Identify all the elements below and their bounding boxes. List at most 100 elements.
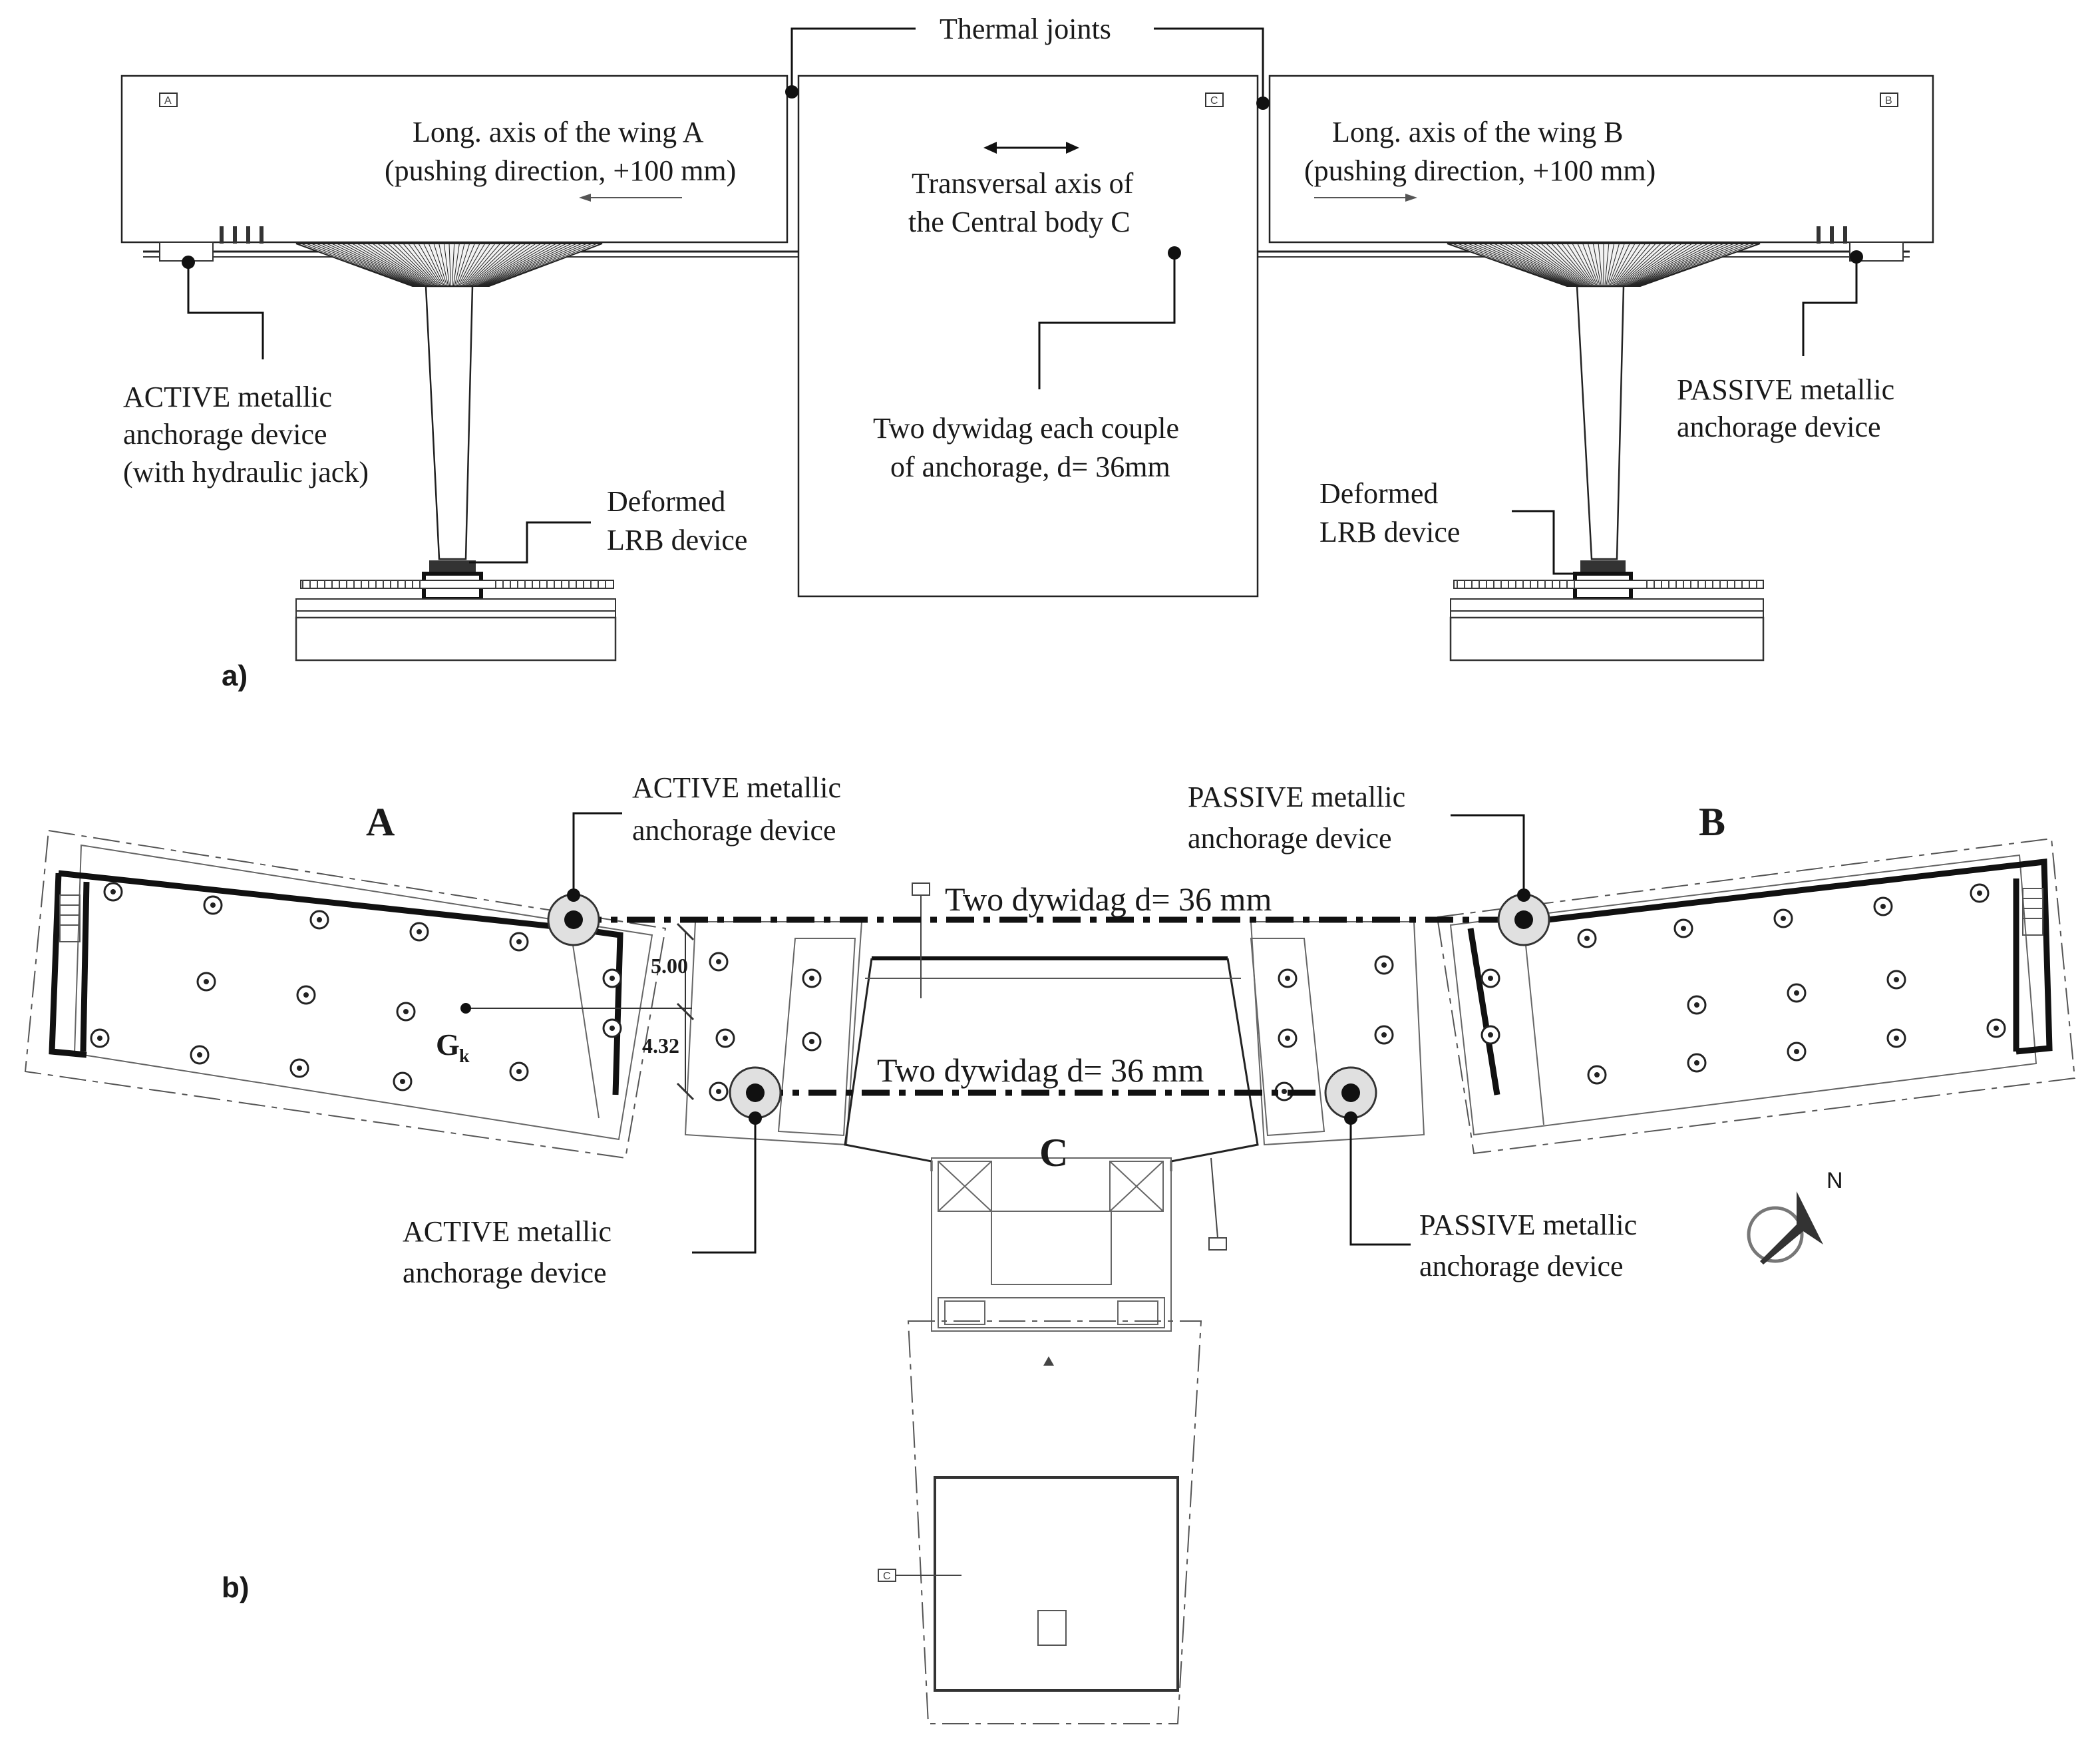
- passive-device-leader: [1802, 250, 1863, 356]
- active-anchorage-bottom: [729, 1066, 782, 1119]
- column-marker: [509, 932, 529, 952]
- plan-passive-bottom-leader: [1344, 1111, 1411, 1246]
- central-letter: C: [1039, 1131, 1068, 1175]
- plan-passive-top-line2: anchorage device: [1188, 822, 1392, 855]
- lrb-right-leader: [1512, 510, 1590, 575]
- gk-label-sub: k: [459, 1046, 470, 1067]
- column-marker: [709, 952, 729, 972]
- north-label: N: [1827, 1168, 1843, 1193]
- wing-a-plan: [24, 829, 667, 1159]
- passive-device-line1: PASSIVE metallic: [1677, 373, 1894, 406]
- central-body-plan: C: [684, 882, 1425, 1724]
- section-tag-a-text: A: [164, 95, 172, 106]
- dywidag-top-label: Two dywidag d= 36 mm: [945, 880, 1272, 918]
- wing-b-axis-line2: (pushing direction, +100 mm): [1304, 154, 1656, 187]
- right-pier-shaft: [1576, 285, 1625, 560]
- gk-label: G k: [436, 1028, 470, 1067]
- section-tag-a: [159, 93, 178, 107]
- passive-anchorage-bottom: [1324, 1066, 1377, 1119]
- column-marker: [715, 1028, 735, 1048]
- lrb-right-line1: Deformed: [1319, 477, 1438, 510]
- column-marker: [1673, 918, 1693, 938]
- dywidag-note-line2: of anchorage, d= 36mm: [890, 451, 1170, 483]
- column-marker: [1873, 896, 1893, 916]
- column-marker: [393, 1071, 413, 1091]
- dimension-lower: 4.32: [642, 1034, 679, 1058]
- lrb-left-line1: Deformed: [607, 485, 725, 518]
- section-tag-c: [1205, 93, 1224, 107]
- dywidag-elevation-leader: [1038, 246, 1181, 389]
- active-device-line3: (with hydraulic jack): [123, 456, 369, 488]
- plan-passive-top-leader: [1451, 814, 1530, 902]
- passive-anchorage-top: [1497, 893, 1550, 946]
- plan-panel: C Two dywidag d= 36 mm Two dywidag d= 36…: [24, 771, 2076, 1724]
- wing-b-push-arrow: [1314, 194, 1417, 202]
- wing-b-axis-line1: Long. axis of the wing B: [1332, 116, 1624, 148]
- plan-active-bottom-line2: anchorage device: [403, 1257, 607, 1289]
- column-marker: [1278, 968, 1298, 988]
- dimension-upper: 5.00: [651, 954, 688, 978]
- active-device-leader: [182, 256, 264, 359]
- central-body-elevation: [797, 75, 1259, 598]
- thermal-joints-label: Thermal joints: [940, 13, 1111, 45]
- plan-active-top-line2: anchorage device: [632, 814, 836, 847]
- column-marker: [203, 895, 223, 915]
- column-marker: [196, 972, 216, 992]
- column-marker: [309, 910, 329, 930]
- dimension-lines: [460, 922, 695, 1101]
- right-lrb-device: [1580, 560, 1626, 575]
- plan-active-bottom-line1: ACTIVE metallic: [403, 1215, 612, 1248]
- wing-b-stair: [2022, 888, 2043, 936]
- column-marker: [1374, 955, 1394, 975]
- column-marker: [1481, 1025, 1500, 1045]
- wing-b-elevation: [1268, 75, 1934, 244]
- section-tag-c-text: C: [1210, 95, 1218, 106]
- central-axis-line1: Transversal axis of: [912, 167, 1134, 200]
- wing-a-stair: [59, 894, 81, 942]
- thermal-joints-leader: [785, 27, 1270, 110]
- column-marker: [1587, 1065, 1607, 1085]
- active-anchorage-top: [547, 893, 600, 946]
- plan-active-top-line1: ACTIVE metallic: [632, 771, 841, 804]
- column-marker: [1374, 1025, 1394, 1045]
- column-marker: [1787, 983, 1807, 1003]
- column-marker: [296, 985, 316, 1005]
- plan-active-top-leader: [567, 812, 622, 902]
- column-marker: [1986, 1018, 2006, 1038]
- plan-passive-bottom-line1: PASSIVE metallic: [1419, 1209, 1637, 1241]
- column-marker: [396, 1002, 416, 1022]
- column-marker: [1278, 1028, 1298, 1048]
- left-pier-shaft: [425, 285, 474, 560]
- column-marker: [709, 1081, 729, 1101]
- wing-a-axis-line1: Long. axis of the wing A: [413, 116, 704, 148]
- panel-a-label: a): [222, 660, 248, 692]
- transversal-axis-arrow: [983, 142, 1079, 154]
- left-foundation: [295, 580, 617, 662]
- column-marker: [190, 1045, 210, 1065]
- column-marker: [1577, 928, 1597, 948]
- column-marker: [1787, 1042, 1807, 1062]
- active-device-line2: anchorage device: [123, 418, 327, 451]
- plan-passive-top-line1: PASSIVE metallic: [1188, 781, 1405, 813]
- active-device-line1: ACTIVE metallic: [123, 381, 332, 413]
- column-marker: [509, 1062, 529, 1081]
- annex-section-tag: C: [883, 1571, 891, 1582]
- wing-a-letter: A: [366, 800, 395, 844]
- wing-b-plan: [1436, 837, 2076, 1155]
- panel-b-label: b): [222, 1571, 250, 1604]
- right-pier-capital: [1447, 243, 1761, 287]
- column-marker: [1687, 995, 1707, 1015]
- plan-passive-bottom-line2: anchorage device: [1419, 1250, 1624, 1282]
- right-foundation: [1449, 580, 1765, 662]
- dywidag-note-line1: Two dywidag each couple: [873, 412, 1179, 445]
- column-marker: [1886, 970, 1906, 990]
- central-axis-line2: the Central body C: [908, 206, 1131, 238]
- column-marker: [802, 1032, 822, 1052]
- passive-device-line2: anchorage device: [1677, 411, 1881, 443]
- column-marker: [409, 922, 429, 942]
- elevation-panel: A C B: [120, 13, 1934, 692]
- column-marker: [289, 1058, 309, 1078]
- lrb-left-leader: [469, 521, 591, 564]
- column-marker: [90, 1028, 110, 1048]
